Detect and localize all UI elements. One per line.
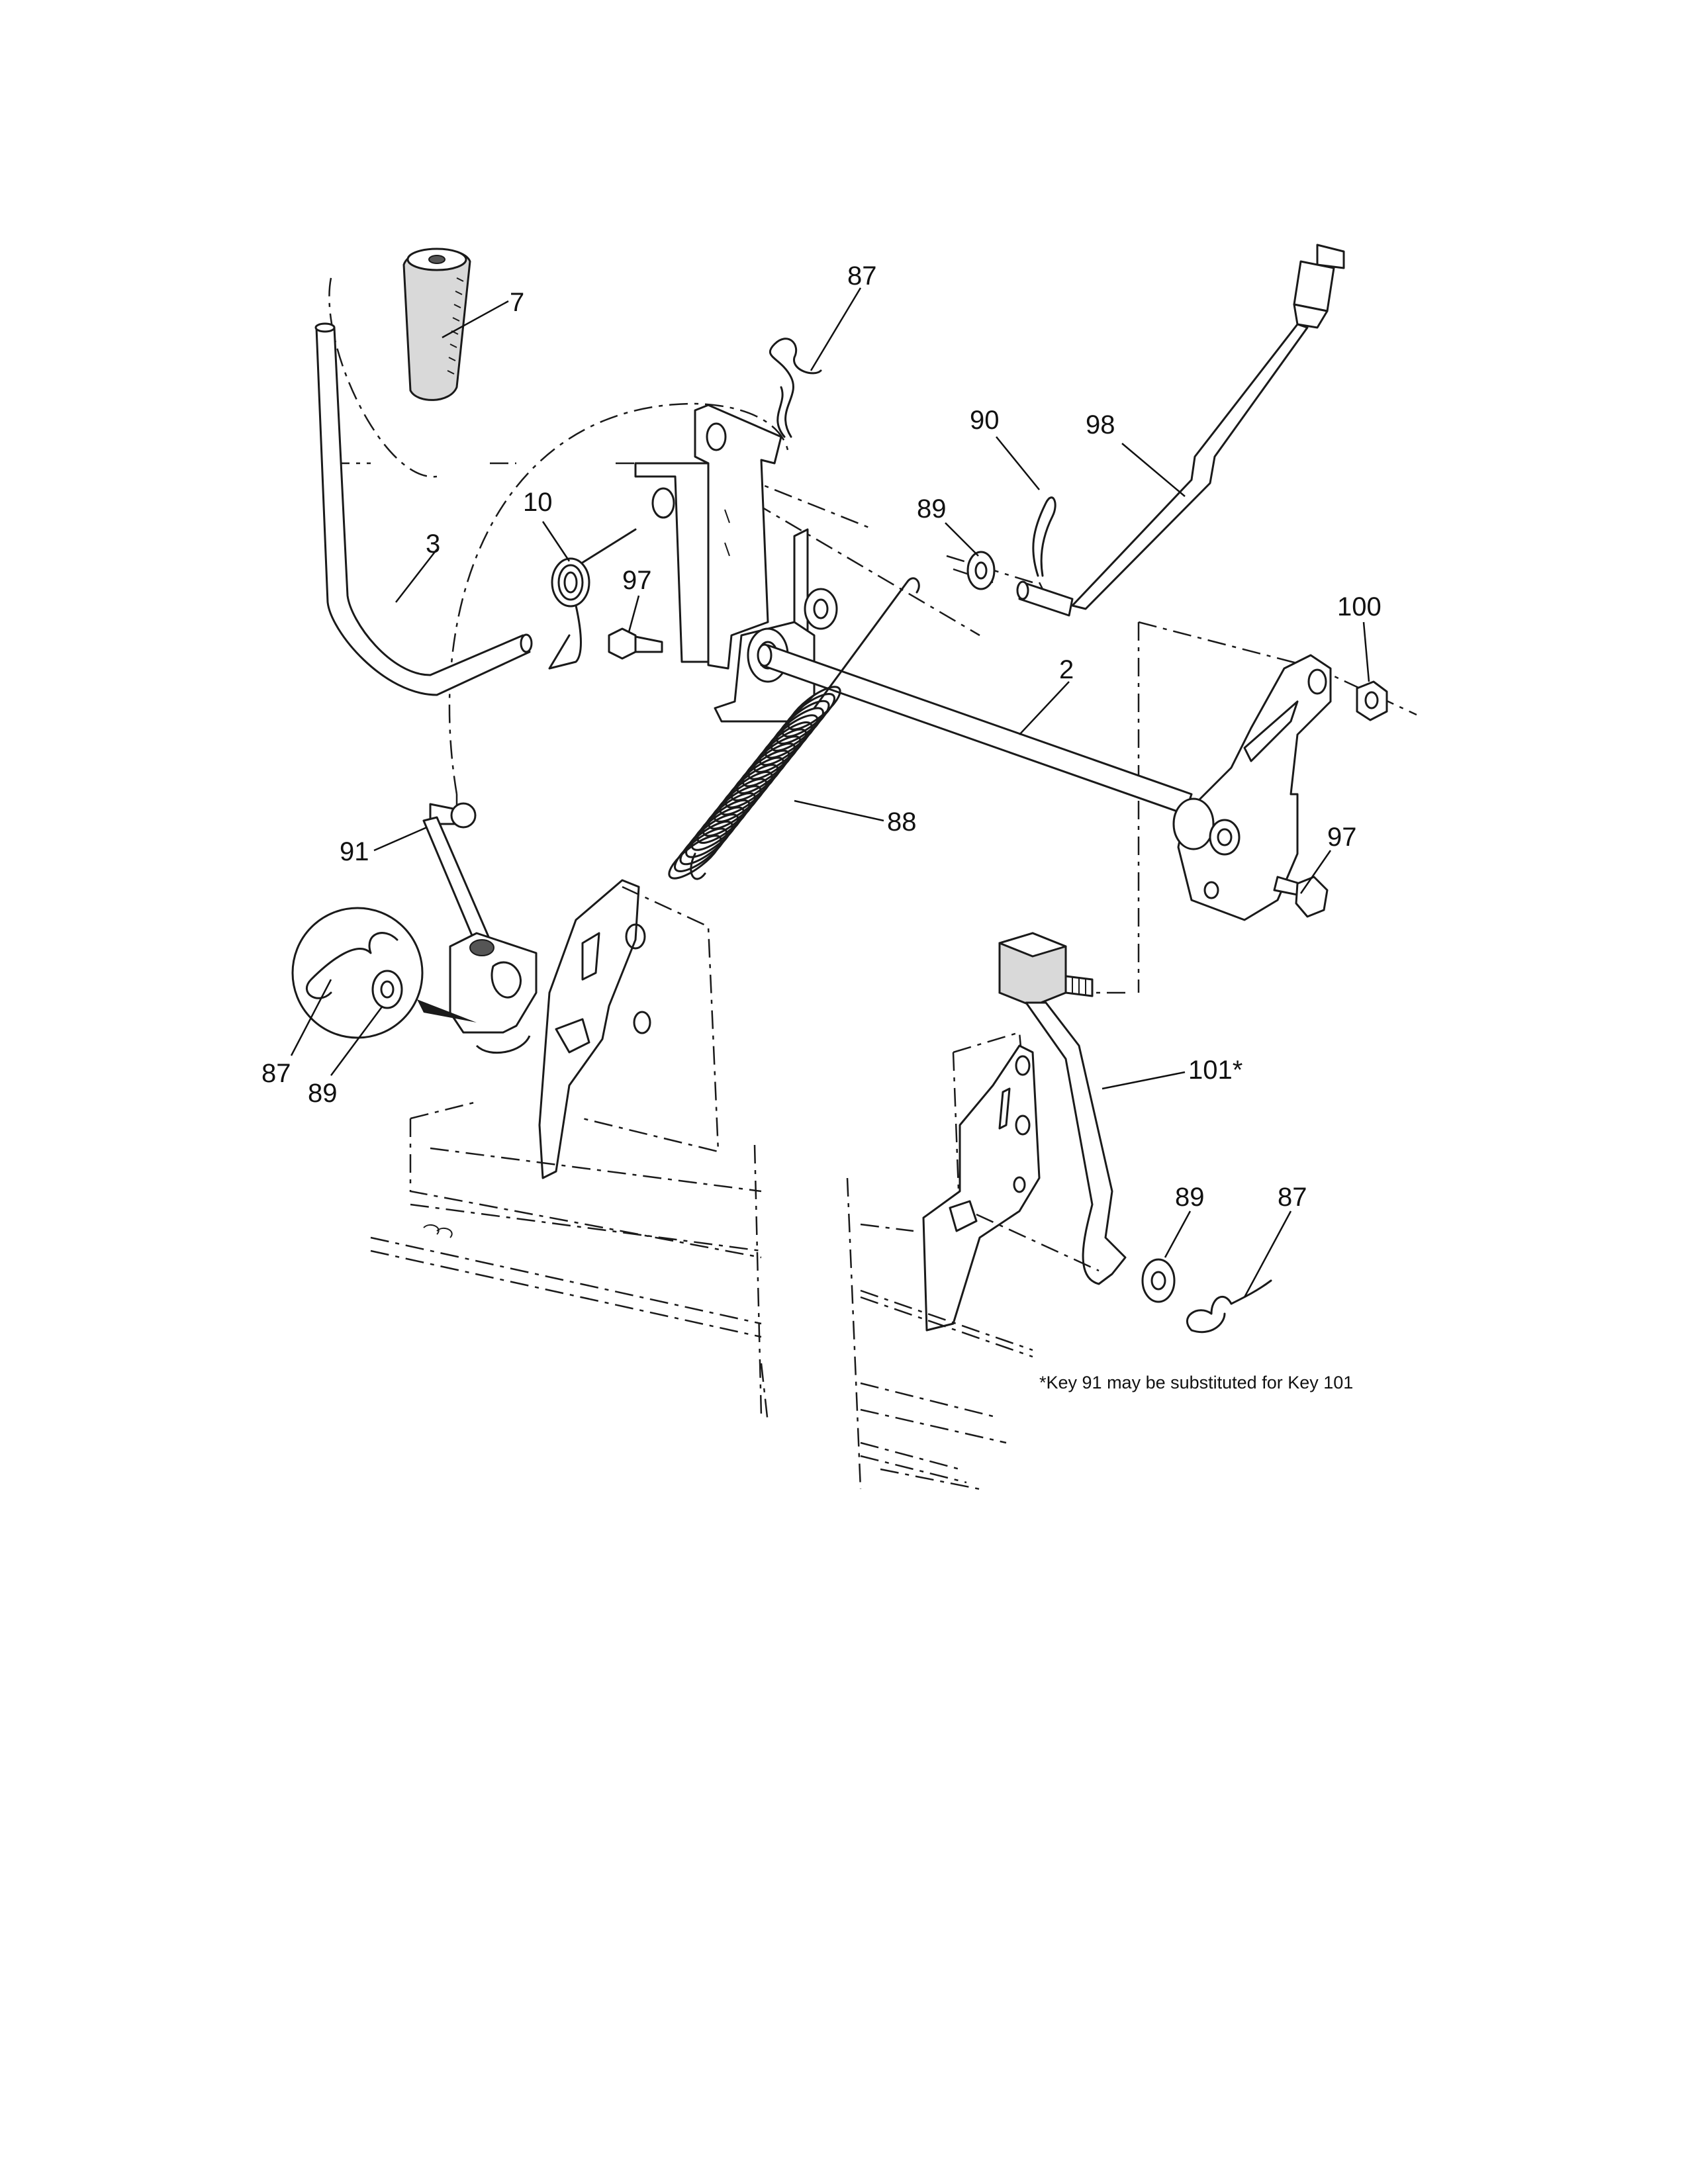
spring-coil: [679, 820, 733, 866]
hairpin-clip-lower-right: [1186, 1279, 1272, 1334]
callout-89-inset: 89: [308, 1079, 338, 1108]
callout-87-inset: 87: [261, 1059, 291, 1088]
callout-98: 98: [1086, 410, 1115, 439]
callout-7: 7: [510, 288, 524, 317]
hex-nut: [1356, 680, 1388, 721]
callout-87-lower: 87: [1278, 1183, 1307, 1212]
washer-lower-right: [1141, 1258, 1176, 1303]
upper-mounting-bracket: [634, 404, 782, 670]
callout-101: 101*: [1188, 1056, 1243, 1085]
callout-89-top: 89: [917, 494, 947, 523]
right-deck-bracket: [922, 1031, 1100, 1332]
callout-89-lower: 89: [1175, 1183, 1205, 1212]
extension-spring: [668, 577, 920, 880]
lift-link-rod: [1016, 244, 1345, 617]
leader-lines: [290, 287, 1370, 1298]
spring-coil: [690, 806, 745, 851]
left-deck-bracket: [449, 879, 720, 1179]
spring-coil: [685, 813, 739, 858]
callout-2: 2: [1059, 655, 1074, 684]
callout-labels: 7 87 90 98 89 10 3 97 100 2 88 91 97 87 …: [261, 261, 1382, 1212]
cotter-pin: [1032, 496, 1056, 577]
callout-90: 90: [970, 406, 1000, 435]
torsion-spring: [548, 528, 637, 670]
substitution-footnote: *Key 91 may be substituted for Key 101: [1039, 1373, 1353, 1392]
hairpin-clip-top: [769, 338, 822, 438]
left-link-rod: [422, 802, 491, 948]
callout-10: 10: [523, 488, 553, 517]
right-lift-arm: [1172, 654, 1332, 921]
shoulder-bolt-left: [608, 627, 663, 660]
handle-grip: [328, 248, 471, 478]
cross-shaft: [757, 643, 1193, 815]
right-deck-outline: [846, 1177, 1033, 1490]
spring-coil: [668, 835, 722, 880]
lift-handle-rod: [314, 322, 533, 696]
callout-88: 88: [887, 807, 917, 837]
right-link-rod: [998, 932, 1127, 1285]
washer-top: [966, 551, 996, 590]
callout-97-right: 97: [1327, 823, 1357, 852]
detail-inset: [291, 907, 477, 1039]
callout-3: 3: [426, 529, 440, 559]
callout-97-left: 97: [622, 566, 652, 595]
shoulder-bolt-right: [1273, 876, 1329, 918]
left-deck-outline: [370, 1101, 769, 1424]
callout-91: 91: [340, 837, 369, 866]
callout-87-top: 87: [847, 261, 877, 291]
callout-100: 100: [1337, 592, 1382, 621]
spring-coil: [674, 827, 728, 872]
